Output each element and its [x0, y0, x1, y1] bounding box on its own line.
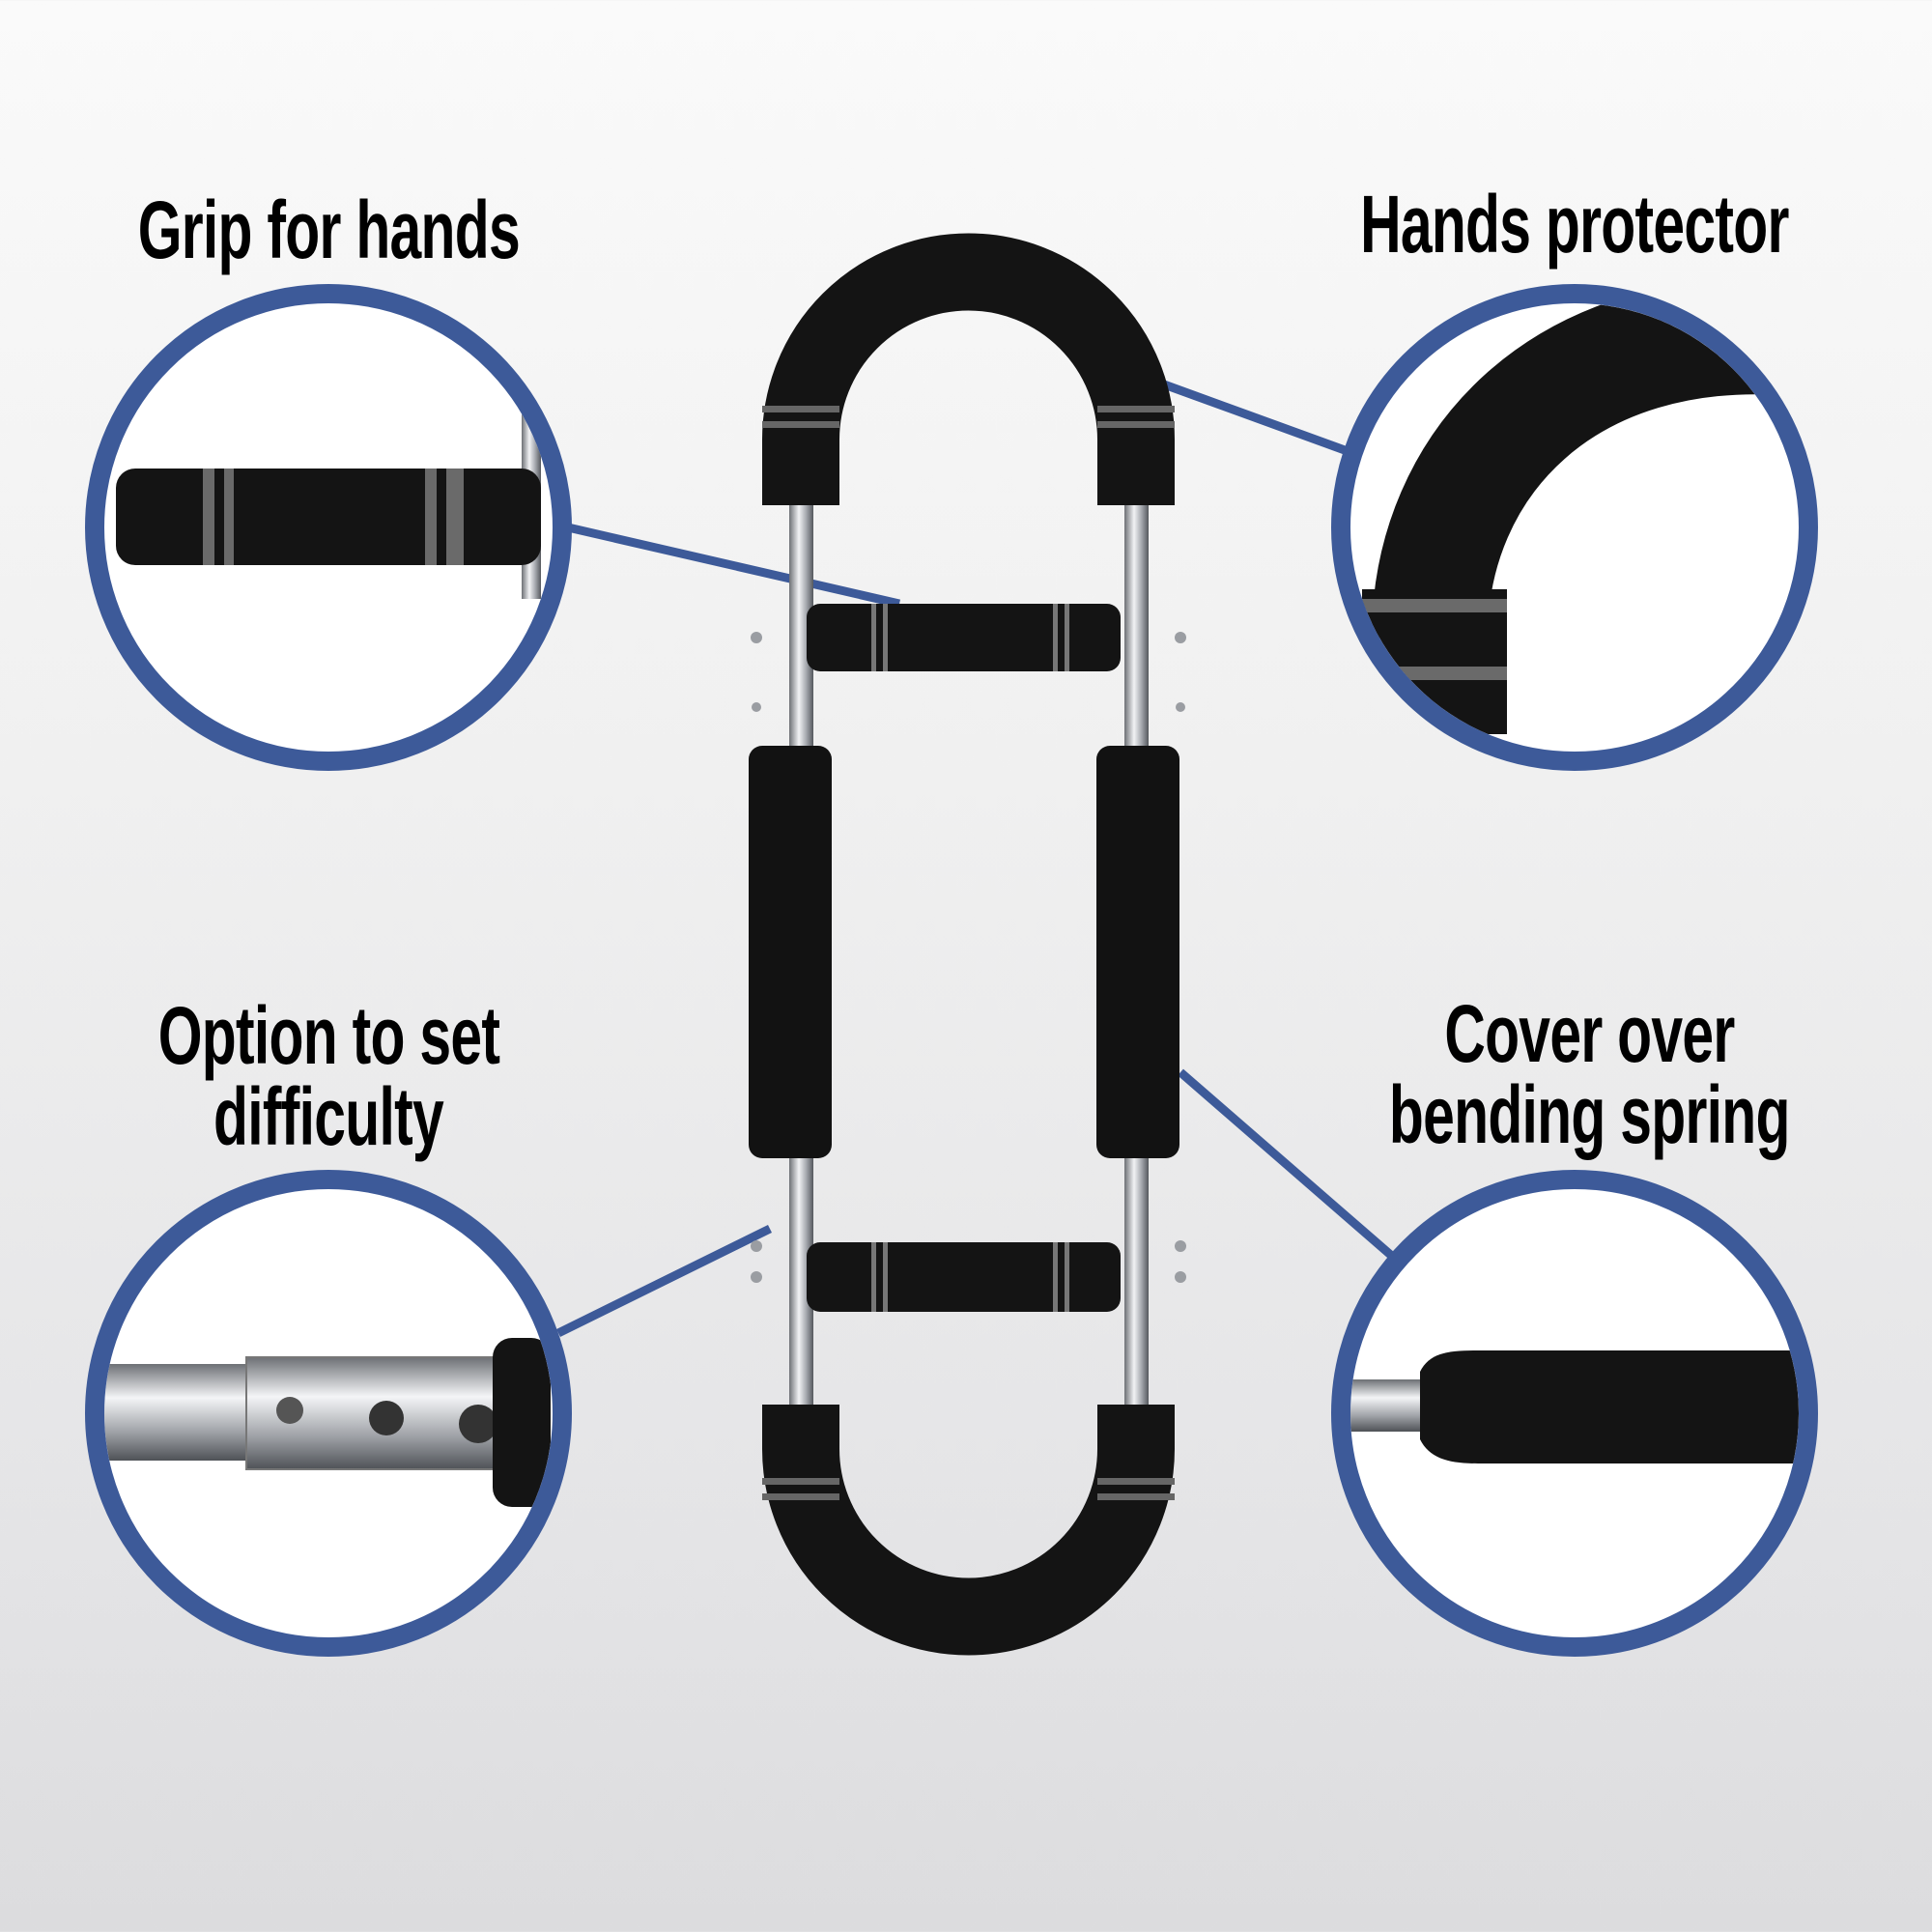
- left-spring-cover: [749, 746, 832, 1158]
- inset-difficulty-setting: [85, 1170, 572, 1657]
- wrist-exerciser-product: [749, 233, 1186, 1656]
- connector-line-difficulty: [556, 1224, 772, 1338]
- connector-line-grip: [566, 523, 901, 609]
- right-spring-cover: [1096, 746, 1179, 1158]
- label-grip-for-hands: Grip for hands: [137, 185, 520, 275]
- label-hands-protector: Hands protector: [1360, 179, 1789, 270]
- inset-spring-cover: [1331, 1170, 1818, 1657]
- bottom-grip-bar: [807, 1242, 1121, 1312]
- top-hand-protector: [762, 233, 1175, 505]
- bottom-hand-protector: [762, 1405, 1175, 1656]
- inset-hands-protector: [1331, 284, 1818, 771]
- connector-line-spring-cover: [1178, 1068, 1397, 1262]
- connector-line-protector: [1162, 380, 1347, 455]
- top-grip-bar: [807, 604, 1121, 671]
- inset-grip: [85, 284, 572, 771]
